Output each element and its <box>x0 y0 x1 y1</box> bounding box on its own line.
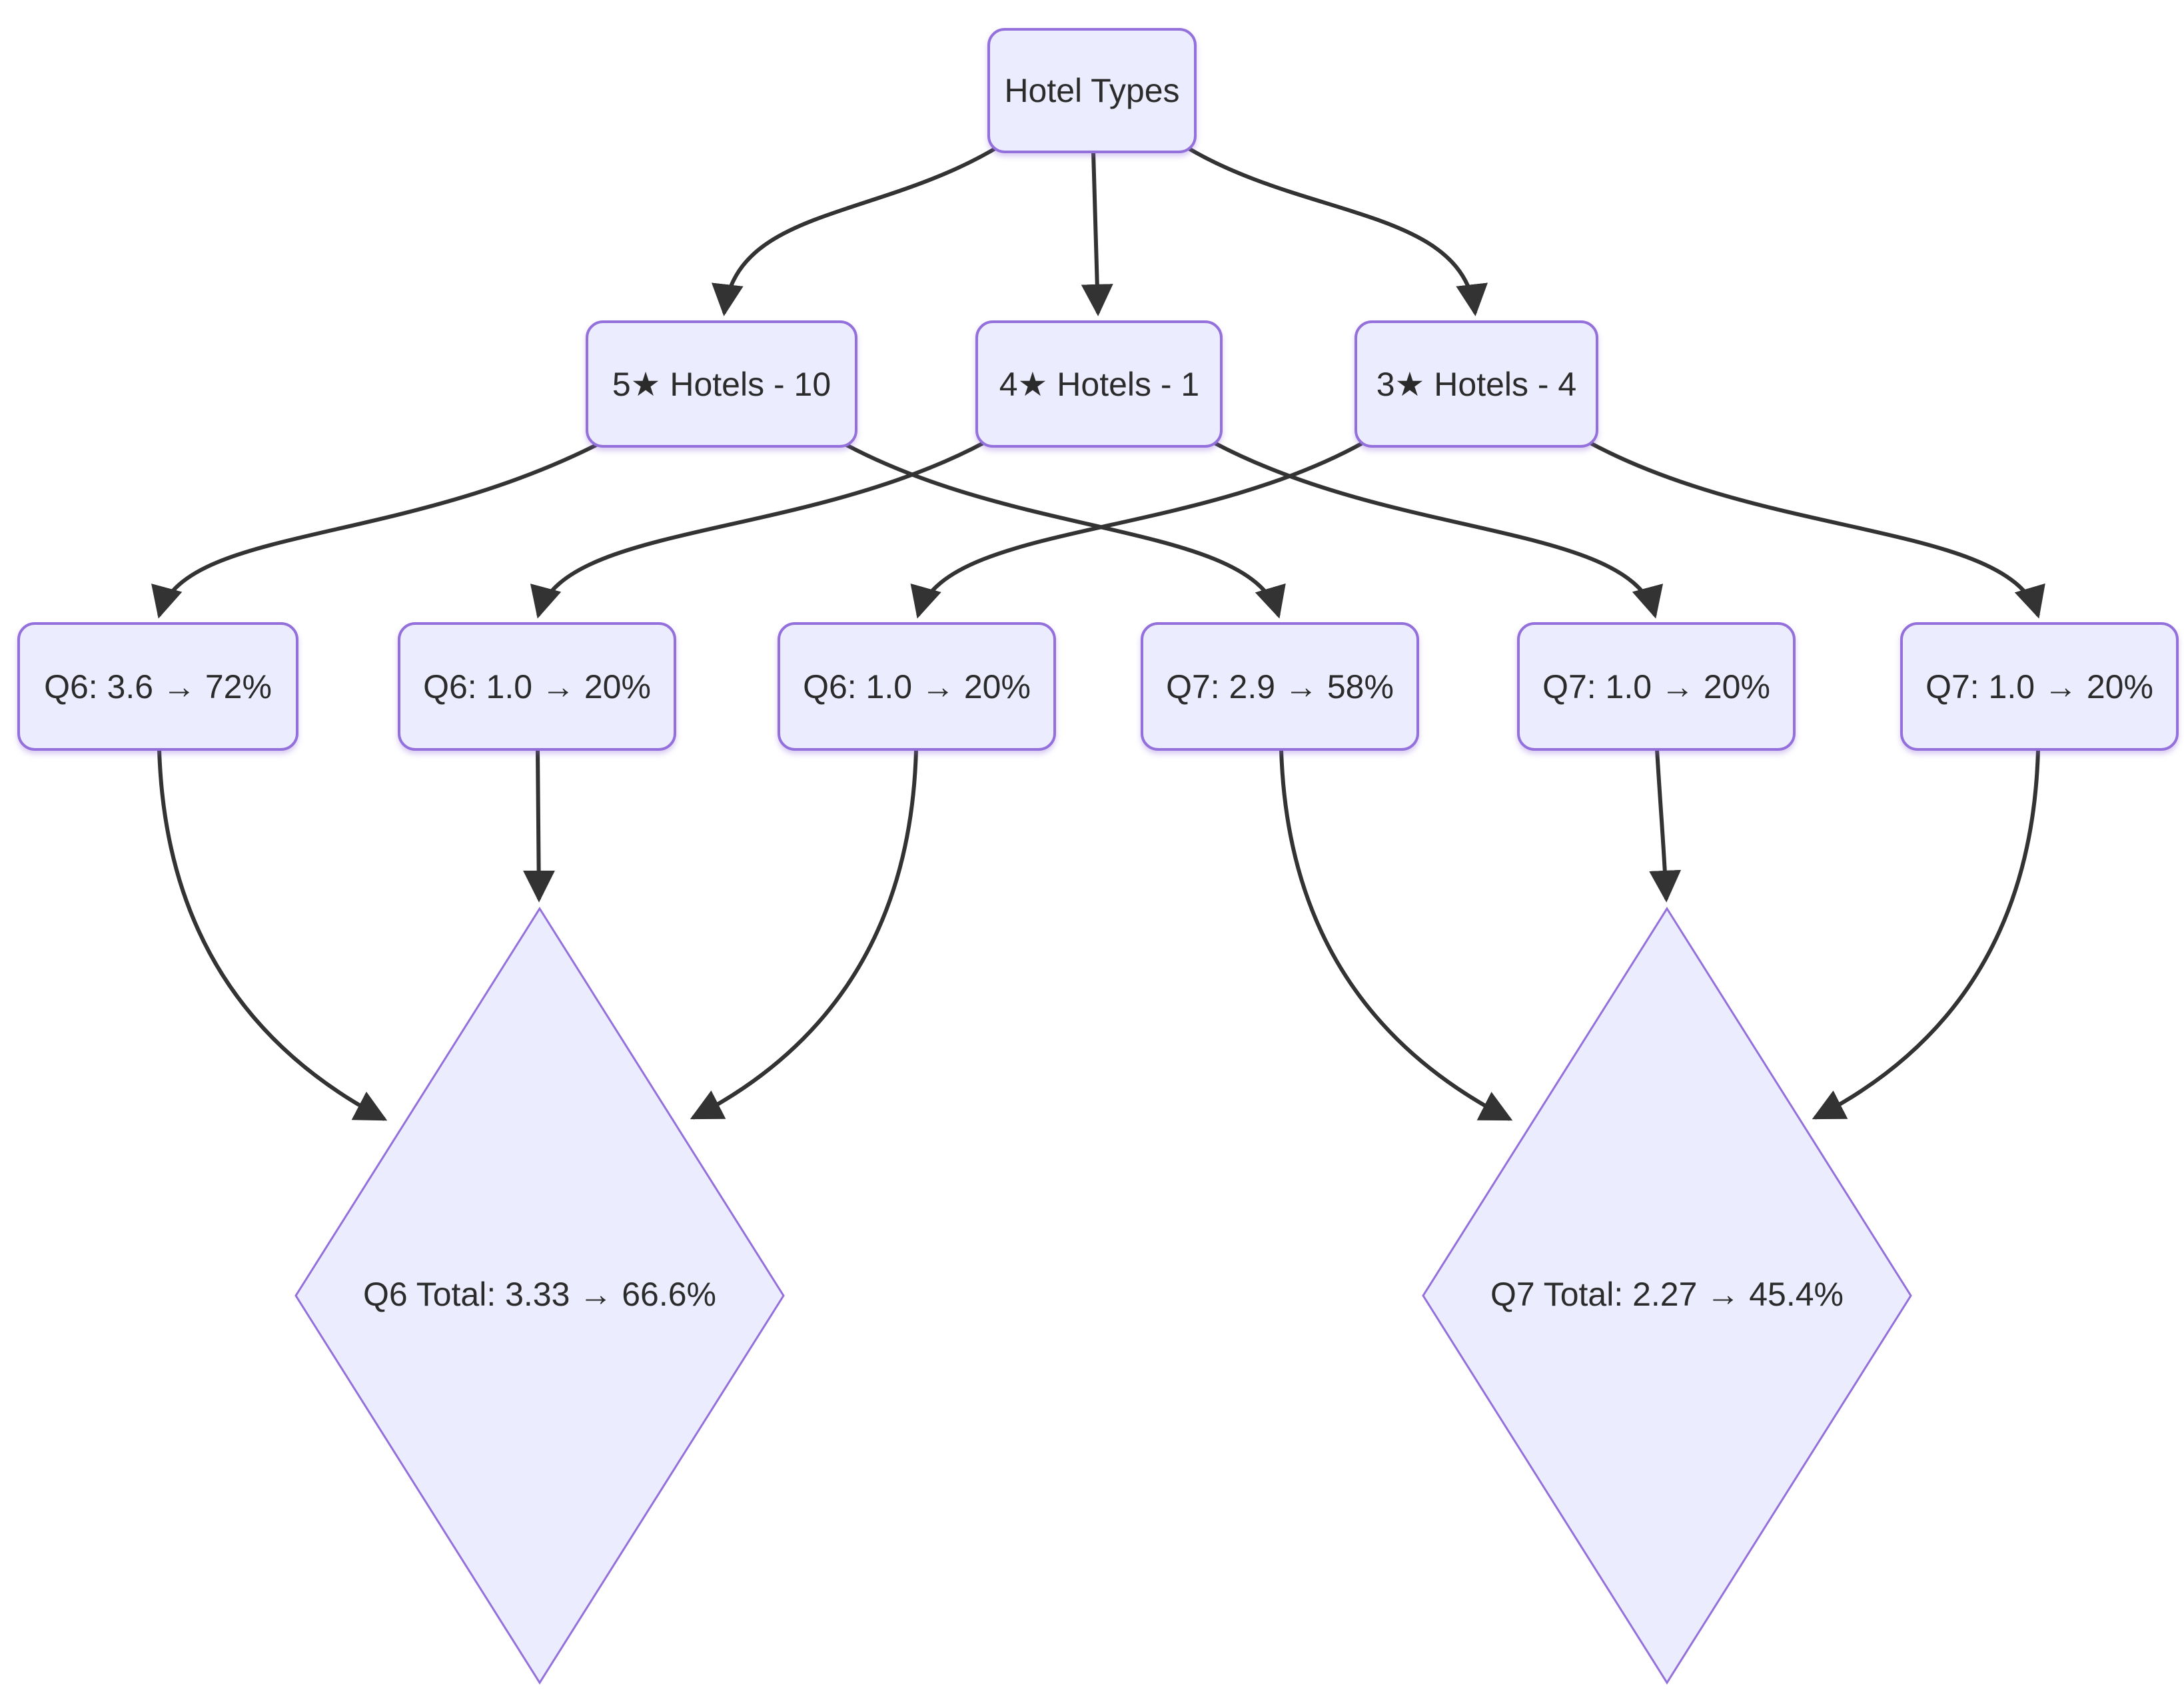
node-label: 3★ Hotels - 4 <box>1376 366 1577 403</box>
node-4-star-hotels: 4★ Hotels - 1 <box>975 320 1223 448</box>
edge-layer <box>151 143 2045 1121</box>
edge-q7-5-star-to-q7-total <box>1279 749 1513 1121</box>
node-label: 4★ Hotels - 1 <box>999 366 1200 403</box>
node-label: Q6: 1.0 → 20% <box>423 668 651 705</box>
edge-q6-5-star-to-q6-total <box>157 749 388 1121</box>
edge-5-star-hotels-to-q6-5-star <box>151 440 603 619</box>
node-box <box>778 622 1056 751</box>
edge-q7-4-star-to-q7-total <box>1649 749 1682 903</box>
node-label: Q6 Total: 3.33 → 66.6% <box>363 1276 716 1313</box>
node-label: Q7: 1.0 → 20% <box>1542 668 1770 705</box>
edge-5-star-hotels-to-q7-5-star <box>840 440 1286 619</box>
node-label: Q7: 1.0 → 20% <box>1925 668 2153 705</box>
node-5-star-hotels: 5★ Hotels - 10 <box>586 320 857 448</box>
diamond-shape <box>1422 907 1912 1685</box>
edge-hotel-types-to-3-star-hotels <box>1182 143 1488 316</box>
node-q6-5-star: Q6: 3.6 → 72% <box>17 622 298 751</box>
node-box <box>1900 622 2179 751</box>
edge-q6-4-star-to-q6-total <box>522 749 555 903</box>
node-q7-total: Q7 Total: 2.27 → 45.4% <box>1422 907 1912 1685</box>
node-label: 5★ Hotels - 10 <box>612 366 831 403</box>
edge-q6-3-star-to-q6-total <box>690 749 918 1120</box>
diamond-shape <box>294 907 785 1685</box>
node-box <box>398 622 676 751</box>
edge-4-star-hotels-to-q7-4-star <box>1212 440 1663 619</box>
node-q6-3-star: Q6: 1.0 → 20% <box>778 622 1056 751</box>
node-label: Q7 Total: 2.27 → 45.4% <box>1490 1276 1844 1313</box>
node-3-star-hotels: 3★ Hotels - 4 <box>1355 320 1598 448</box>
edge-q7-3-star-to-q7-total <box>1812 749 2040 1120</box>
edge-4-star-hotels-to-q6-4-star <box>530 440 986 619</box>
edge-3-star-hotels-to-q7-3-star <box>1588 440 2045 619</box>
node-box <box>1355 320 1598 448</box>
node-box <box>586 320 857 448</box>
node-q7-4-star: Q7: 1.0 → 20% <box>1517 622 1796 751</box>
node-box <box>987 28 1197 153</box>
node-q6-4-star: Q6: 1.0 → 20% <box>398 622 676 751</box>
node-box <box>17 622 298 751</box>
edge-hotel-types-to-5-star-hotels <box>712 143 1002 316</box>
node-label: Q6: 1.0 → 20% <box>803 668 1031 705</box>
node-q7-3-star: Q7: 1.0 → 20% <box>1900 622 2179 751</box>
node-box <box>975 320 1223 448</box>
node-q7-5-star: Q7: 2.9 → 58% <box>1141 622 1419 751</box>
edge-3-star-hotels-to-q6-3-star <box>910 440 1365 619</box>
node-label: Q6: 3.6 → 72% <box>44 668 272 705</box>
node-hotel-types: Hotel Types <box>987 28 1197 153</box>
node-q6-total: Q6 Total: 3.33 → 66.6% <box>294 907 785 1685</box>
edge-hotel-types-to-4-star-hotels <box>1081 151 1113 316</box>
node-label: Q7: 2.9 → 58% <box>1166 668 1394 705</box>
node-box <box>1141 622 1419 751</box>
node-label: Hotel Types <box>1004 72 1179 109</box>
node-box <box>1517 622 1796 751</box>
